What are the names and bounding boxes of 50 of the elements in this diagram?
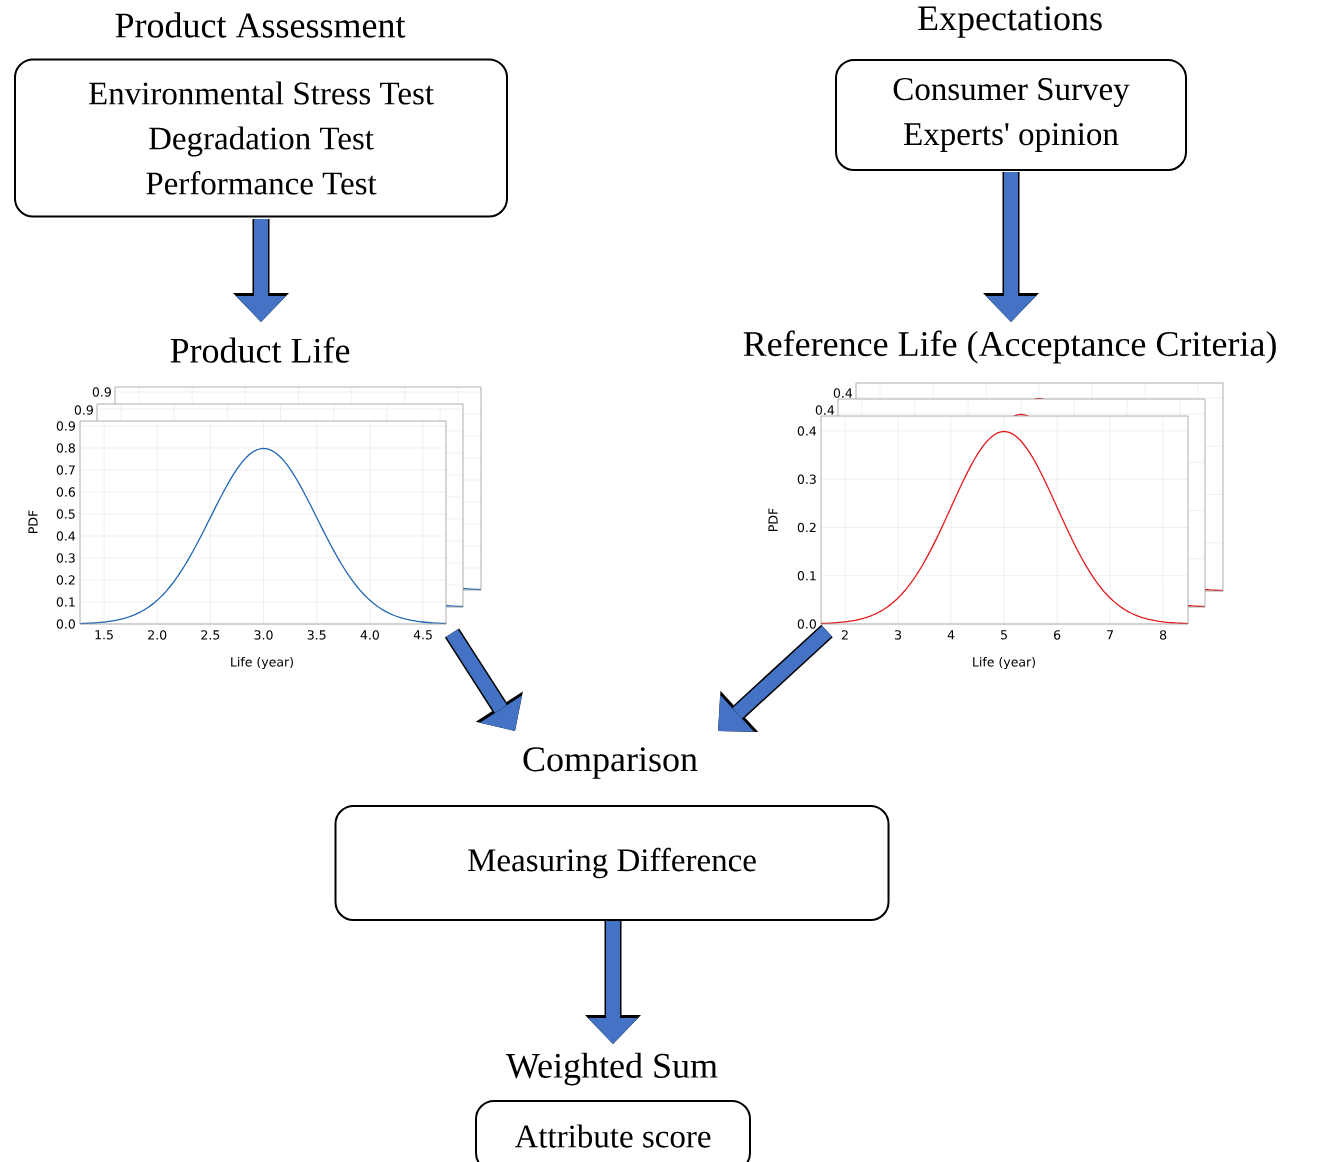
tick-label: 8 bbox=[1159, 630, 1167, 640]
tick-label: 4.0 bbox=[360, 630, 379, 640]
heading: Comparison bbox=[523, 747, 698, 779]
tick-label: 3.5 bbox=[307, 630, 326, 640]
tick-label: 6 bbox=[1054, 630, 1061, 640]
heading: Expectations bbox=[918, 6, 1102, 38]
block-arrow bbox=[983, 172, 1039, 322]
process-box: Environmental Stress Test Degradation Test Performance Test bbox=[14, 58, 508, 218]
heading: Reference Life (Acceptance Criteria) bbox=[743, 330, 1276, 364]
tick-label: 0.3 bbox=[56, 553, 75, 563]
tick-label: 3 bbox=[895, 630, 901, 640]
tick-label: 0.0 bbox=[797, 619, 816, 629]
process-box: Measuring Difference bbox=[334, 805, 890, 921]
axis-title: PDF bbox=[28, 510, 38, 533]
block-arrow bbox=[444, 628, 523, 731]
tick-label: 0.1 bbox=[797, 571, 816, 581]
heading: Weighted Sum bbox=[506, 1052, 718, 1086]
axis-title: Life (year) bbox=[973, 656, 1035, 670]
heading: Product Assessment bbox=[115, 12, 406, 38]
tick-label: 0.0 bbox=[56, 619, 75, 629]
heading: Product Life bbox=[170, 337, 350, 363]
process-box: Attribute score bbox=[475, 1100, 751, 1162]
tick-label: 0.9 bbox=[56, 421, 75, 431]
tick-label: 0.6 bbox=[56, 487, 75, 497]
tick-label: 0.1 bbox=[56, 597, 75, 607]
tick-label: 1.5 bbox=[95, 630, 113, 640]
tick-label: 4 bbox=[947, 630, 955, 640]
tick-label: 0.2 bbox=[56, 575, 75, 585]
tick-label: 0.5 bbox=[56, 509, 75, 519]
process-box: Consumer Survey Experts' opinion bbox=[835, 59, 1187, 171]
block-arrow bbox=[233, 219, 289, 322]
block-arrow bbox=[585, 921, 641, 1044]
tick-label: 7 bbox=[1107, 630, 1113, 640]
tick-label: 3.0 bbox=[254, 630, 273, 640]
tick-label: 0.4 bbox=[815, 405, 835, 415]
tick-label: 0.9 bbox=[74, 405, 93, 415]
axis-title: Life (year) bbox=[231, 656, 293, 670]
tick-label: 2.5 bbox=[201, 630, 220, 640]
tick-label: 2.0 bbox=[148, 630, 167, 640]
tick-label: 0.2 bbox=[797, 522, 816, 533]
tick-label: 0.3 bbox=[797, 474, 816, 484]
block-arrow bbox=[718, 624, 833, 733]
tick-label: 0.8 bbox=[56, 443, 75, 453]
tick-label: 0.7 bbox=[56, 465, 75, 475]
tick-label: 0.4 bbox=[797, 426, 817, 436]
axis-title: PDF bbox=[768, 508, 778, 531]
tick-label: 0.4 bbox=[56, 531, 76, 541]
tick-label: 5 bbox=[1001, 630, 1007, 640]
tick-label: 2 bbox=[841, 630, 848, 640]
tick-label: 4.5 bbox=[413, 630, 432, 640]
